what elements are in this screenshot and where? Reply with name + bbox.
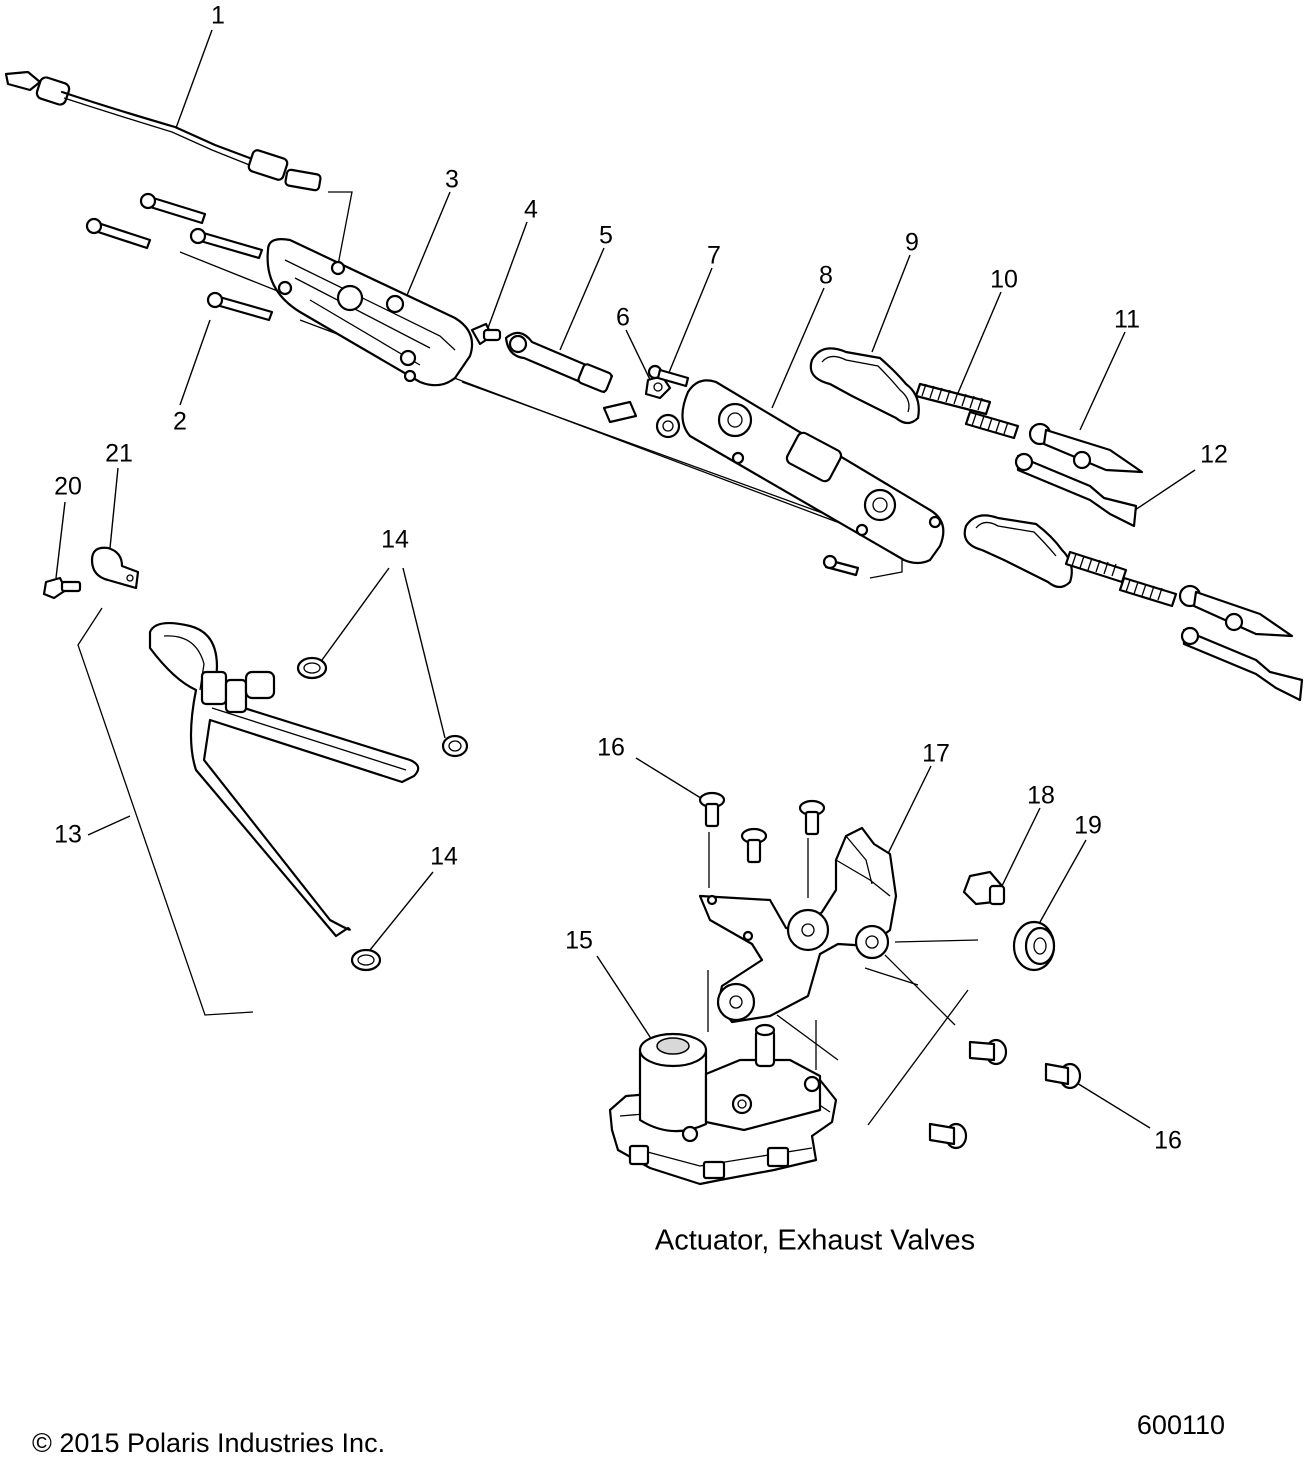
callout-16-lower: 16 (1154, 1126, 1182, 1155)
callout-6: 6 (616, 303, 630, 332)
leader-lines (55, 29, 1196, 1129)
gasket-part-9 (809, 347, 1073, 589)
callout-17: 17 (922, 739, 950, 768)
callout-12: 12 (1200, 440, 1228, 469)
callout-10: 10 (990, 265, 1018, 294)
callout-20: 20 (54, 472, 82, 501)
diagram-caption: Actuator, Exhaust Valves (654, 1224, 976, 1257)
callout-11: 11 (1114, 305, 1140, 334)
stud-part-7 (647, 364, 690, 388)
bolts-part-2 (85, 192, 274, 322)
housing-part-3 (266, 238, 474, 387)
callout-3: 3 (445, 165, 459, 194)
callout-14-upper: 14 (381, 525, 409, 554)
bolt-part-20 (42, 576, 82, 600)
callout-21: 21 (105, 439, 133, 468)
springs-part-10 (914, 382, 1178, 608)
callout-4: 4 (524, 195, 538, 224)
cable-part-1 (4, 70, 322, 192)
callout-1: 1 (211, 1, 225, 30)
callout-18: 18 (1027, 781, 1055, 810)
callout-2: 2 (173, 407, 187, 436)
linkage-part-5 (504, 331, 638, 424)
clamps-part-14 (296, 656, 469, 972)
nut-part-6 (644, 374, 681, 439)
callout-19: 19 (1074, 811, 1102, 840)
callout-7: 7 (707, 241, 721, 270)
figure-id: 600110 (1136, 1410, 1225, 1440)
valve-upper-part-11 (1028, 422, 1294, 638)
actuator-part-15 (608, 1023, 838, 1186)
copyright-notice: © 2015 Polaris Industries Inc. (32, 1428, 386, 1458)
valve-lower-part-12 (1014, 452, 1304, 702)
callout-5: 5 (599, 221, 613, 250)
callout-8: 8 (819, 261, 833, 290)
callout-13: 13 (54, 820, 82, 849)
nut-part-18 (962, 870, 1006, 906)
callout-14-lower: 14 (430, 842, 458, 871)
callout-16-upper: 16 (597, 733, 625, 762)
grommet-part-19 (1012, 920, 1056, 972)
bracket-part-8 (681, 379, 945, 577)
hose-part-13 (148, 621, 420, 938)
lever-bracket-part-17 (698, 826, 898, 1024)
callout-15: 15 (565, 926, 593, 955)
screws-part-16 (698, 791, 1082, 1150)
bushing-part-4 (470, 322, 502, 346)
clip-part-21 (90, 546, 140, 590)
callout-9: 9 (905, 228, 919, 257)
